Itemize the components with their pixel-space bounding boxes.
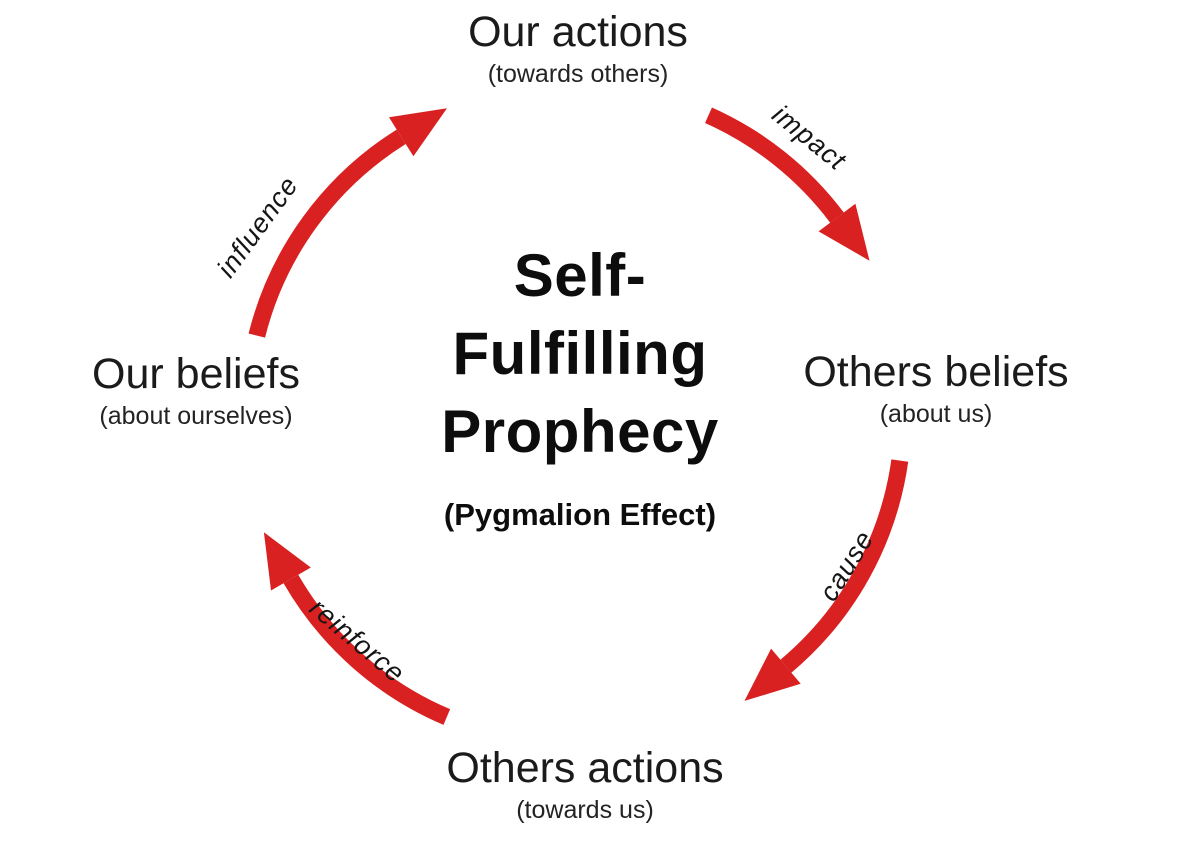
arrow-head-left-to-top	[389, 108, 447, 157]
node-our-beliefs-label: Our beliefs	[92, 350, 300, 398]
node-others-beliefs: Others beliefs (about us)	[803, 348, 1069, 429]
node-our-actions: Our actions (towards others)	[468, 8, 688, 89]
node-our-beliefs: Our beliefs (about ourselves)	[92, 350, 300, 431]
center-subtitle: (Pygmalion Effect)	[443, 497, 717, 532]
arrow-head-top-to-right	[818, 203, 870, 261]
arrow-arc-left-to-top	[248, 129, 406, 338]
node-others-beliefs-sublabel: (about us)	[879, 400, 993, 429]
center-title-block: Self- Fulfilling Prophecy (Pygmalion Eff…	[441, 237, 718, 533]
arrow-arc-bottom-to-left	[283, 574, 451, 725]
center-title-line-2: Fulfilling	[452, 320, 708, 387]
node-others-actions-sublabel: (towards us)	[516, 796, 654, 825]
arrow-arc-top-to-right	[705, 107, 844, 223]
node-our-beliefs-sublabel: (about ourselves)	[99, 402, 293, 431]
node-our-actions-sublabel: (towards others)	[487, 60, 669, 89]
node-others-actions: Others actions (towards us)	[446, 744, 724, 825]
center-title-line-1: Self-	[513, 242, 647, 309]
node-others-beliefs-label: Others beliefs	[803, 348, 1069, 396]
arrow-arc-right-to-bottom	[780, 459, 909, 673]
node-our-actions-label: Our actions	[468, 8, 688, 56]
center-title-line-3: Prophecy	[441, 398, 719, 465]
arrow-head-right-to-bottom	[744, 648, 801, 701]
arrow-head-bottom-to-left	[263, 532, 311, 591]
node-others-actions-label: Others actions	[446, 744, 724, 792]
